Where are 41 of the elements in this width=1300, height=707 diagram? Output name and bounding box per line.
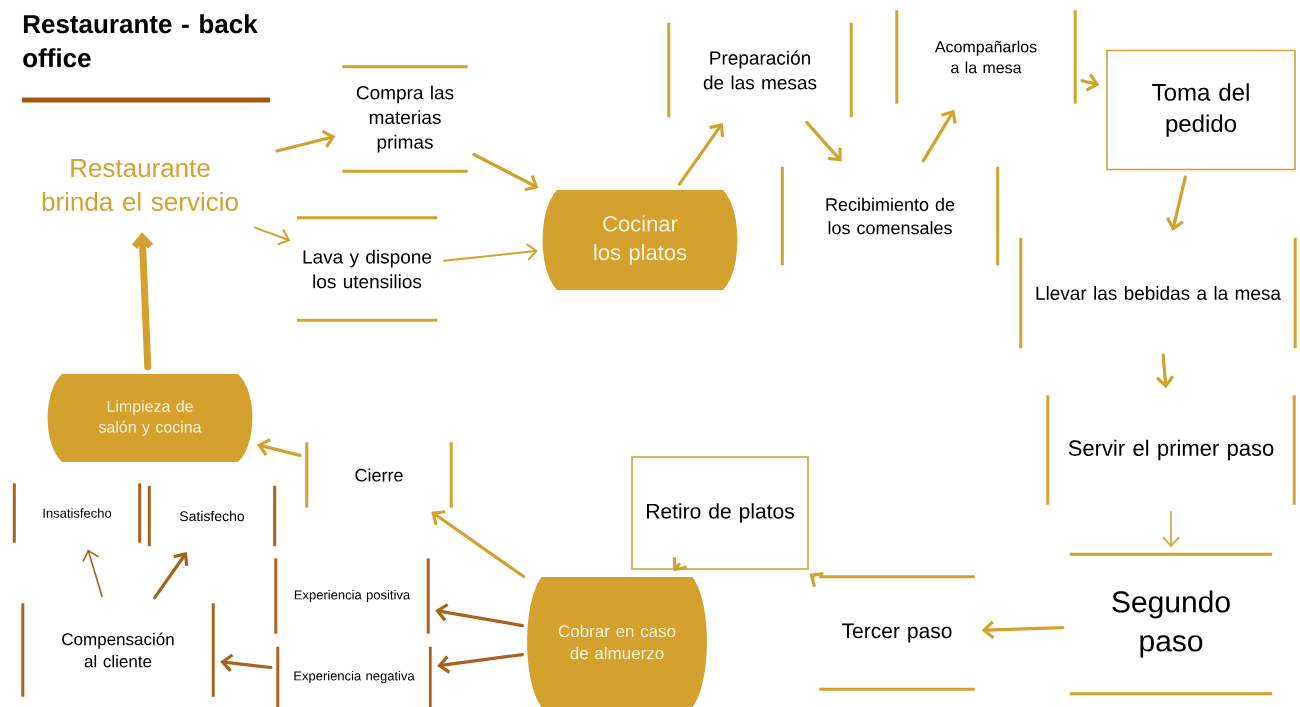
step-label: Segundo paso [1069, 552, 1273, 696]
step-text: Restaurante brinda el servicio [42, 159, 238, 211]
arrow [472, 152, 539, 192]
rounded-process-box: Cocinar los platos [542, 190, 738, 290]
arrow [254, 226, 291, 246]
step-label: Experiencia negativa [276, 646, 432, 707]
arrow [1162, 510, 1180, 548]
step-label: Acompañarlos a la mesa [895, 10, 1077, 104]
arrow [443, 243, 538, 262]
arrow [431, 510, 526, 579]
title: Restaurante - back office [23, 14, 258, 68]
arrow [805, 120, 842, 162]
process-box: Retiro de platos [631, 456, 809, 570]
arrow [981, 620, 1065, 640]
step-label: Compensación al cliente [21, 603, 215, 697]
rounded-process-box: Cobrar en caso de almuerzo [527, 577, 707, 707]
arrow [131, 232, 154, 371]
step-label: Lava y dispone los utensilios [296, 216, 438, 322]
arrow [677, 122, 725, 186]
arrow [82, 549, 103, 598]
step-label: Cierre [305, 442, 453, 508]
arrow [153, 551, 189, 600]
step-label: Compra las materias primas [342, 65, 468, 173]
arrow [921, 109, 957, 163]
step-label: Servir el primer paso [1046, 395, 1296, 505]
arrow [1166, 175, 1187, 231]
step-label: Recibimiento de los comensales [780, 166, 1000, 266]
step-label: Preparación de las mesas [667, 22, 853, 118]
step-label: Tercer paso [819, 575, 975, 691]
arrow [437, 653, 524, 674]
arrow [275, 129, 336, 153]
process-box: Toma del pedido [1106, 49, 1296, 171]
arrow [257, 438, 302, 457]
arrow [1155, 353, 1175, 389]
step-label: Llevar las bebidas a la mesa [1019, 237, 1297, 349]
step-label: Experiencia positiva [274, 558, 430, 634]
arrow [220, 653, 273, 672]
step-label: Insatisfecho [12, 483, 142, 543]
step-label: Satisfecho [147, 485, 277, 547]
rounded-process-box: Limpieza de salón y cocina [47, 374, 253, 462]
arrow [435, 603, 524, 628]
